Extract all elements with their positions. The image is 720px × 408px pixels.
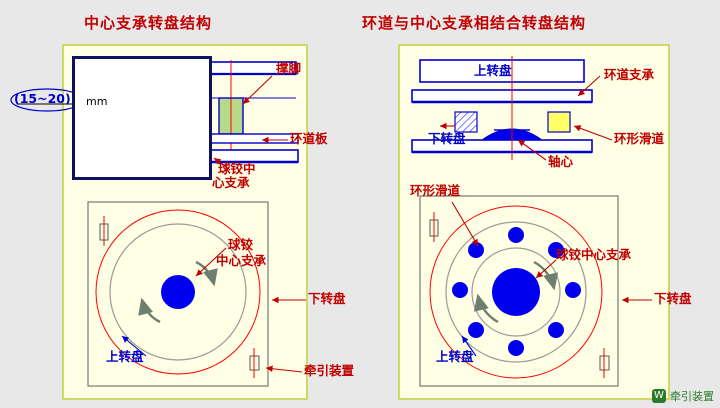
label-ball-hinge-plan-line2: 中心支承 [216, 253, 267, 268]
right-diagram-panel [398, 44, 670, 400]
inset-dimension-label: (15~20) [14, 91, 71, 106]
label-lower-turntable-left: 下转盘 [308, 291, 346, 306]
left-diagram-title: 中心支承转盘结构 [84, 14, 213, 32]
label-ball-hinge-center-support-line2: 心支承 [212, 175, 250, 190]
label-axis-center: 轴心 [548, 154, 574, 169]
label-ring-slideway-section: 环形滑道 [614, 131, 665, 146]
inset-dimension-unit: mm [86, 95, 108, 108]
label-ring-support: 环道支承 [604, 67, 655, 82]
label-ball-hinge-center-support-right: 球铰中心支承 [556, 247, 632, 262]
label-leg: 撑脚 [276, 61, 302, 76]
label-ring-slideway-plan: 环形滑道 [410, 183, 461, 198]
label-upper-turntable-right: 上转盘 [436, 349, 474, 364]
label-ball-hinge-center-support-line1: 球铰中 [218, 161, 256, 176]
label-ball-hinge-plan-line1: 球铰 [228, 237, 254, 252]
label-ring-plate: 环道板 [290, 131, 328, 146]
watermark-text: 牵引装置 [670, 390, 714, 403]
left-inset-frame [72, 56, 212, 180]
watermark: W 牵引装置 [652, 388, 714, 404]
right-diagram-title: 环道与中心支承相结合转盘结构 [362, 14, 587, 32]
label-traction-device: 牵引装置 [304, 363, 355, 378]
wechat-icon: W [652, 389, 666, 403]
label-lower-turntable-section: 下转盘 [428, 131, 466, 146]
label-lower-turntable-right: 下转盘 [654, 291, 692, 306]
label-upper-turntable-left: 上转盘 [106, 349, 144, 364]
label-upper-turntable-section: 上转盘 [474, 63, 512, 78]
